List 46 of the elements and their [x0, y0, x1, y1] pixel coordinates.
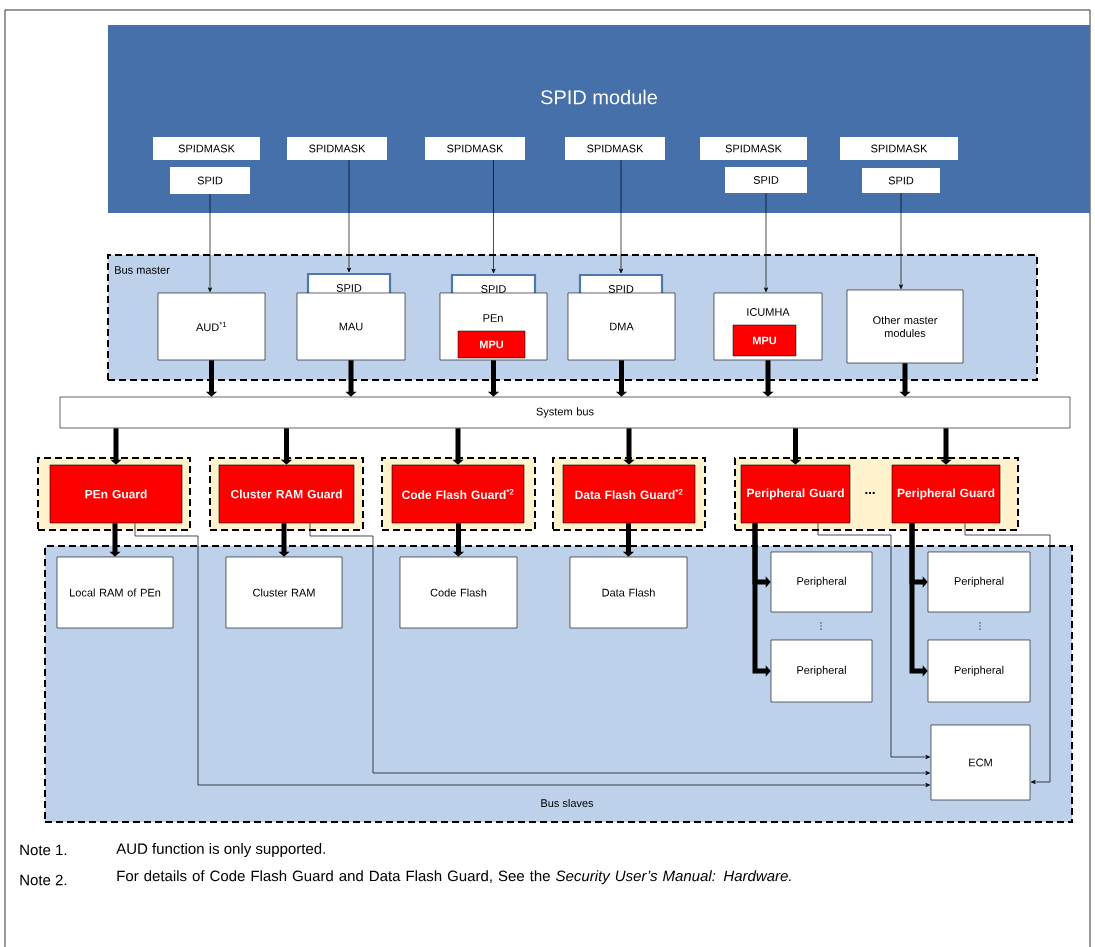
arrow — [898, 192, 904, 290]
arrow — [618, 159, 624, 274]
arrow — [817, 522, 931, 760]
block-box: Data Flash — [569, 556, 688, 629]
dots-label: ⋮ — [979, 622, 981, 630]
arrow — [309, 522, 931, 776]
block-box: Peripheral — [770, 639, 873, 703]
block-box: System bus — [59, 396, 1071, 429]
block-box: Peripheral — [927, 639, 1031, 703]
arrow — [964, 522, 1051, 785]
mpu-box: MPU — [732, 324, 797, 357]
register-box: SPID — [862, 168, 940, 193]
block-box: ECM — [930, 724, 1031, 801]
arrow — [134, 522, 931, 788]
block-box: Peripheral — [770, 551, 873, 613]
dots-label: … — [865, 491, 875, 495]
guard-box: Code Flash Guard$^{*2}$ — [391, 464, 525, 524]
guard-box: PEn Guard — [49, 464, 183, 524]
block-box: AUD$^{*1}$ — [157, 292, 266, 361]
register-box: SPIDMASK — [153, 137, 260, 160]
block-box: Peripheral — [927, 551, 1031, 613]
register-box: SPIDMASK — [700, 137, 807, 160]
guard-box: Peripheral Guard — [891, 464, 1001, 524]
block-box: Code Flash — [399, 556, 518, 629]
guard-box: Cluster RAM Guard — [218, 464, 355, 524]
register-box: SPIDMASK — [425, 137, 525, 160]
note-text: For details of Code Flash Guard and Data Flash Guard, See the Security User’s Manual: Hardware. — [117, 870, 791, 885]
arrow — [207, 193, 213, 293]
block-box: Local RAM of PEn — [56, 556, 174, 629]
note-label: Note 1. — [20, 844, 67, 856]
note-text: AUD function is only supported. — [116, 843, 325, 857]
mpu-box: MPU — [457, 330, 526, 359]
register-box: SPID — [725, 167, 807, 193]
guard-box: Data Flash Guard$^{*2}$ — [562, 464, 696, 524]
guard-box: Peripheral Guard — [740, 464, 851, 524]
register-box: SPID — [170, 167, 250, 194]
arrow — [491, 159, 496, 274]
block-box: Other master modules — [846, 289, 964, 364]
register-box: SPIDMASK — [565, 137, 665, 160]
arrow — [346, 159, 352, 273]
block-box: Cluster RAM — [225, 556, 343, 629]
arrow — [763, 192, 769, 293]
note-label: Note 2. — [20, 874, 67, 886]
dots-label: ⋮ — [820, 622, 822, 630]
register-box: SPIDMASK — [287, 137, 387, 160]
register-box: SPIDMASK — [840, 137, 958, 160]
